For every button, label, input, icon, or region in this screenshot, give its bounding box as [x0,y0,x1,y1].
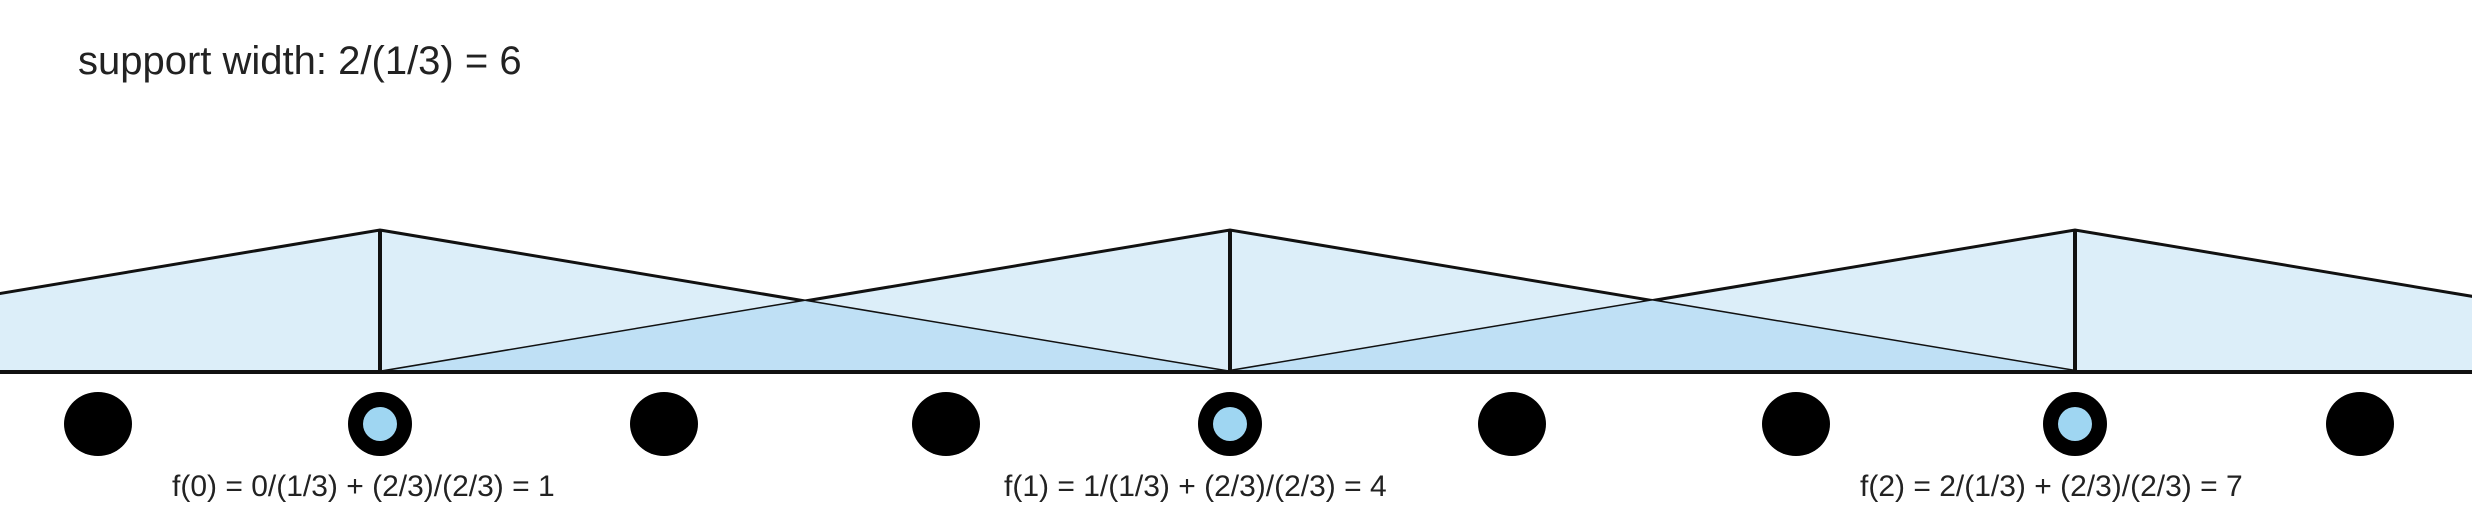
sample-point-5 [1478,392,1546,456]
support-width-label: support width: 2/(1/3) = 6 [78,39,522,83]
sample-point-8 [2326,392,2394,456]
highlighted-sample-center-4 [1213,407,1247,441]
sample-points [64,392,2394,456]
sample-point-0 [64,392,132,456]
filter-centers [378,230,2077,372]
filter-overlap-regions [380,300,2080,372]
highlighted-sample-center-7 [2058,407,2092,441]
tent-filters [0,228,2472,374]
highlighted-sample-center-1 [363,407,397,441]
sample-point-2 [630,392,698,456]
sample-point-6 [1762,392,1830,456]
overlap-fill-0 [380,301,1230,372]
sample-point-3 [912,392,980,456]
formula-f0: f(0) = 0/(1/3) + (2/3)/(2/3) = 1 [172,470,555,503]
formula-f1: f(1) = 1/(1/3) + (2/3)/(2/3) = 4 [1004,470,1387,503]
formula-f2: f(2) = 2/(1/3) + (2/3)/(2/3) = 7 [1860,470,2243,503]
overlap-fill-1 [1225,300,2080,372]
